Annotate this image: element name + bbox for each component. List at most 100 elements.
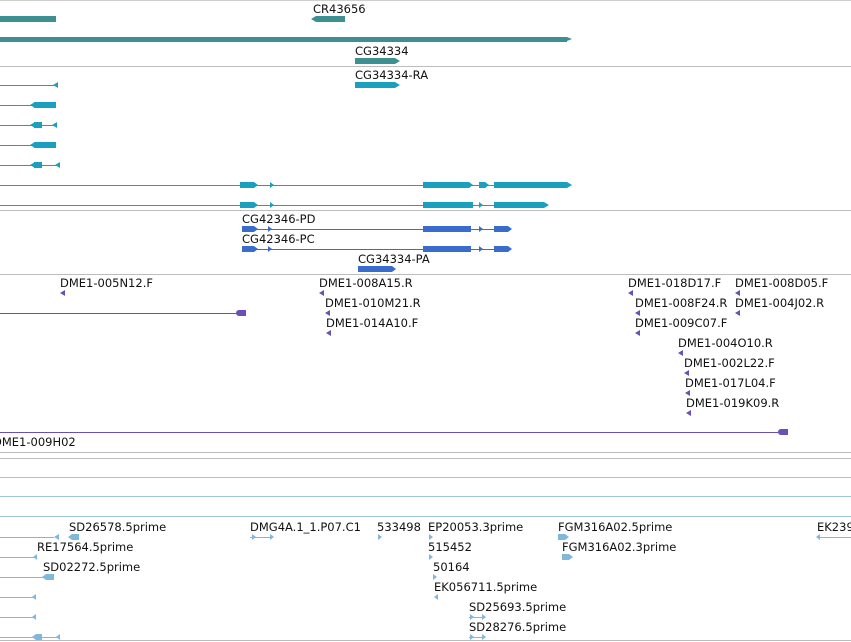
transcript-exon[interactable]: [479, 182, 485, 188]
clone-end[interactable]: [236, 310, 246, 316]
track-separator: [0, 0, 851, 1]
strand-arrow-icon: [565, 534, 569, 540]
transcript-intron: [0, 125, 56, 126]
protein-intron: [242, 229, 510, 230]
est-label[interactable]: EK239: [817, 520, 851, 534]
strand-arrow-icon: [392, 266, 396, 272]
est-label[interactable]: RE17564.5prime: [37, 540, 134, 554]
est-span[interactable]: [0, 637, 60, 638]
est-span[interactable]: [0, 617, 36, 618]
clone-label[interactable]: DME1-008A15.R: [319, 276, 413, 290]
clone-span[interactable]: [0, 313, 236, 314]
est-feature[interactable]: [36, 634, 42, 640]
clone-label[interactable]: DME1-009C07.F: [635, 316, 728, 330]
clone-label[interactable]: DME1-004O10.R: [678, 336, 773, 350]
est-label[interactable]: 515452: [428, 540, 472, 554]
strand-arrow-icon: [319, 290, 324, 296]
est-span[interactable]: [250, 537, 270, 538]
est-label[interactable]: SD28276.5prime: [469, 620, 567, 634]
clone-label[interactable]: DME1-002L22.F: [684, 356, 775, 370]
est-feature[interactable]: [558, 534, 565, 540]
clone-label[interactable]: DME1-018D17.F: [628, 276, 722, 290]
strand-arrow-icon: [270, 534, 274, 540]
est-feature[interactable]: [562, 554, 569, 560]
est-track-line: [0, 516, 851, 517]
transcript-feature-cg34334-ra[interactable]: [355, 82, 395, 88]
est-label[interactable]: FGM316A02.5prime: [558, 520, 673, 534]
strand-arrow-icon: [735, 290, 740, 296]
clone-label[interactable]: DME1-019K09.R: [686, 396, 780, 410]
strand-arrow-icon: [469, 182, 473, 188]
est-label[interactable]: SD26578.5prime: [69, 520, 167, 534]
strand-arrow-icon: [311, 16, 316, 22]
transcript-intron: [0, 105, 34, 106]
strand-arrow-icon: [325, 310, 330, 316]
strand-arrow-icon: [270, 182, 274, 188]
protein-exon[interactable]: [423, 246, 471, 252]
est-feature[interactable]: [46, 574, 54, 580]
est-span[interactable]: [469, 637, 485, 638]
strand-arrow-icon: [378, 534, 382, 540]
clone-label[interactable]: DME1-008D05.F: [735, 276, 829, 290]
gene-feature-long[interactable]: [0, 37, 567, 42]
gene-feature[interactable]: [0, 16, 56, 22]
gene-feature-cg34334[interactable]: [355, 58, 395, 64]
est-span[interactable]: [0, 557, 36, 558]
transcript-exon[interactable]: [34, 122, 42, 128]
clone-label[interactable]: DME1-004J02.R: [735, 296, 825, 310]
clone-label[interactable]: DME1-010M21.R: [325, 296, 421, 310]
protein-exon[interactable]: [242, 226, 254, 232]
transcript-exon[interactable]: [494, 202, 544, 208]
clone-label[interactable]: DME1-017L04.F: [685, 376, 776, 390]
est-feature[interactable]: [72, 534, 79, 540]
transcript-exon[interactable]: [423, 182, 469, 188]
est-span[interactable]: [0, 597, 36, 598]
protein-label-cg34334-pa[interactable]: CG34334-PA: [358, 252, 430, 266]
gene-feature-cr43656[interactable]: [316, 16, 345, 22]
est-label[interactable]: EP20053.3prime: [428, 520, 524, 534]
clone-label[interactable]: DME1-014A10.F: [326, 316, 419, 330]
clone-span[interactable]: [0, 432, 778, 433]
protein-label-cg42346-pd[interactable]: CG42346-PD: [242, 212, 316, 226]
clone-end[interactable]: [778, 429, 788, 435]
protein-feature-cg34334-pa[interactable]: [358, 266, 392, 272]
transcript-exon[interactable]: [34, 102, 56, 108]
transcript-exon[interactable]: [240, 182, 254, 188]
est-span[interactable]: [820, 537, 851, 538]
transcript-exon[interactable]: [34, 162, 42, 168]
est-label[interactable]: FGM316A02.3prime: [562, 540, 677, 554]
est-label[interactable]: DMG4A.1_1.P07.C1: [250, 520, 361, 534]
gene-label-cr43656[interactable]: CR43656: [313, 2, 366, 16]
protein-exon[interactable]: [423, 226, 471, 232]
strand-arrow-icon: [42, 574, 46, 580]
strand-arrow-icon: [252, 534, 256, 540]
protein-exon[interactable]: [494, 246, 508, 252]
strand-arrow-icon: [686, 410, 691, 416]
clone-label[interactable]: DME1-005N12.F: [60, 276, 153, 290]
strand-arrow-icon: [685, 390, 690, 396]
est-span[interactable]: [469, 617, 485, 618]
protein-exon[interactable]: [494, 226, 508, 232]
est-label[interactable]: 533498: [377, 520, 421, 534]
est-label[interactable]: SD02272.5prime: [43, 560, 141, 574]
transcript-label-cg34334-ra[interactable]: CG34334-RA: [355, 68, 429, 82]
strand-arrow-icon: [395, 58, 400, 64]
strand-arrow-icon: [254, 182, 258, 188]
protein-exon[interactable]: [242, 246, 254, 252]
transcript-exon[interactable]: [34, 142, 56, 148]
transcript-exon[interactable]: [423, 202, 473, 208]
protein-label-cg42346-pc[interactable]: CG42346-PC: [242, 232, 315, 246]
clone-label[interactable]: DME1-009H02: [0, 435, 76, 449]
transcript-exon[interactable]: [240, 202, 254, 208]
gene-label-cg34334[interactable]: CG34334: [355, 44, 409, 58]
transcript-exon[interactable]: [494, 182, 567, 188]
est-label[interactable]: EK056711.5prime: [434, 580, 538, 594]
est-label[interactable]: SD25693.5prime: [469, 600, 567, 614]
est-span[interactable]: [0, 577, 46, 578]
strand-arrow-icon: [470, 614, 474, 620]
est-span[interactable]: [0, 537, 54, 538]
strand-arrow-icon: [678, 350, 683, 356]
est-label[interactable]: 50164: [433, 560, 470, 574]
clone-label[interactable]: DME1-008F24.R: [635, 296, 728, 310]
